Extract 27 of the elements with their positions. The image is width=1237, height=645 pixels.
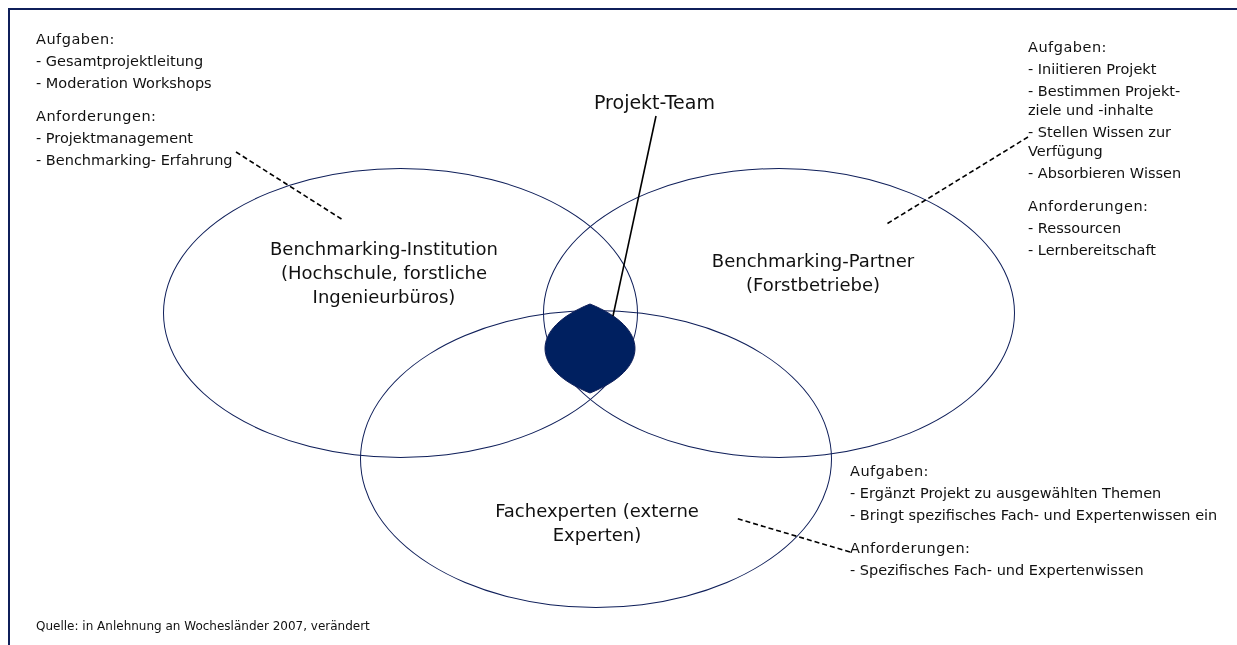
ellipse-label: Fachexperten (externe Experten) <box>494 499 700 547</box>
leader-line <box>235 151 344 221</box>
list-item: - Ergänzt Projekt zu ausgewählten Themen <box>850 484 1163 503</box>
ellipse-label: Benchmarking-Partner (Forstbetriebe) <box>710 249 916 297</box>
list-item: - Stellen Wissen zur Verfügung <box>1028 123 1173 161</box>
list-item: - Projektmanagement <box>36 129 194 148</box>
section-heading: Anforderungen: <box>850 539 972 558</box>
list-item: - Ressourcen <box>1028 219 1123 238</box>
lens-shape <box>542 303 639 394</box>
section-heading: Anforderungen: <box>36 107 158 126</box>
list-item: - Lernbereitschaft <box>1028 241 1158 260</box>
section-heading: Aufgaben: <box>1028 38 1108 57</box>
list-item: - Absorbieren Wissen <box>1028 164 1183 183</box>
list-item: - Moderation Workshops <box>36 74 213 93</box>
section-heading: Anforderungen: <box>1028 197 1150 216</box>
section-heading: Aufgaben: <box>36 30 116 49</box>
list-item: - Spezifisches Fach- und Expertenwissen <box>850 561 1145 580</box>
section-heading: Aufgaben: <box>850 462 930 481</box>
list-item: - Gesamtprojektleitung <box>36 52 205 71</box>
leader-line <box>884 136 1029 226</box>
ellipse-label: Benchmarking-Institution (Hochschule, forstliche Ingenieurbüros) <box>269 237 499 309</box>
list-item: - Bestimmen Projekt- ziele und -inhalte <box>1028 82 1182 120</box>
list-item: - Iniitieren Projekt <box>1028 60 1158 79</box>
list-item: - Benchmarking- Erfahrung <box>36 151 234 170</box>
list-item: - Bringt spezifisches Fach- und Expertenwissen ein <box>850 506 1219 525</box>
team-label: Projekt-Team <box>594 91 715 113</box>
source-note: Quelle: in Anlehnung an Wochesländer 2007, verändert <box>36 619 370 633</box>
